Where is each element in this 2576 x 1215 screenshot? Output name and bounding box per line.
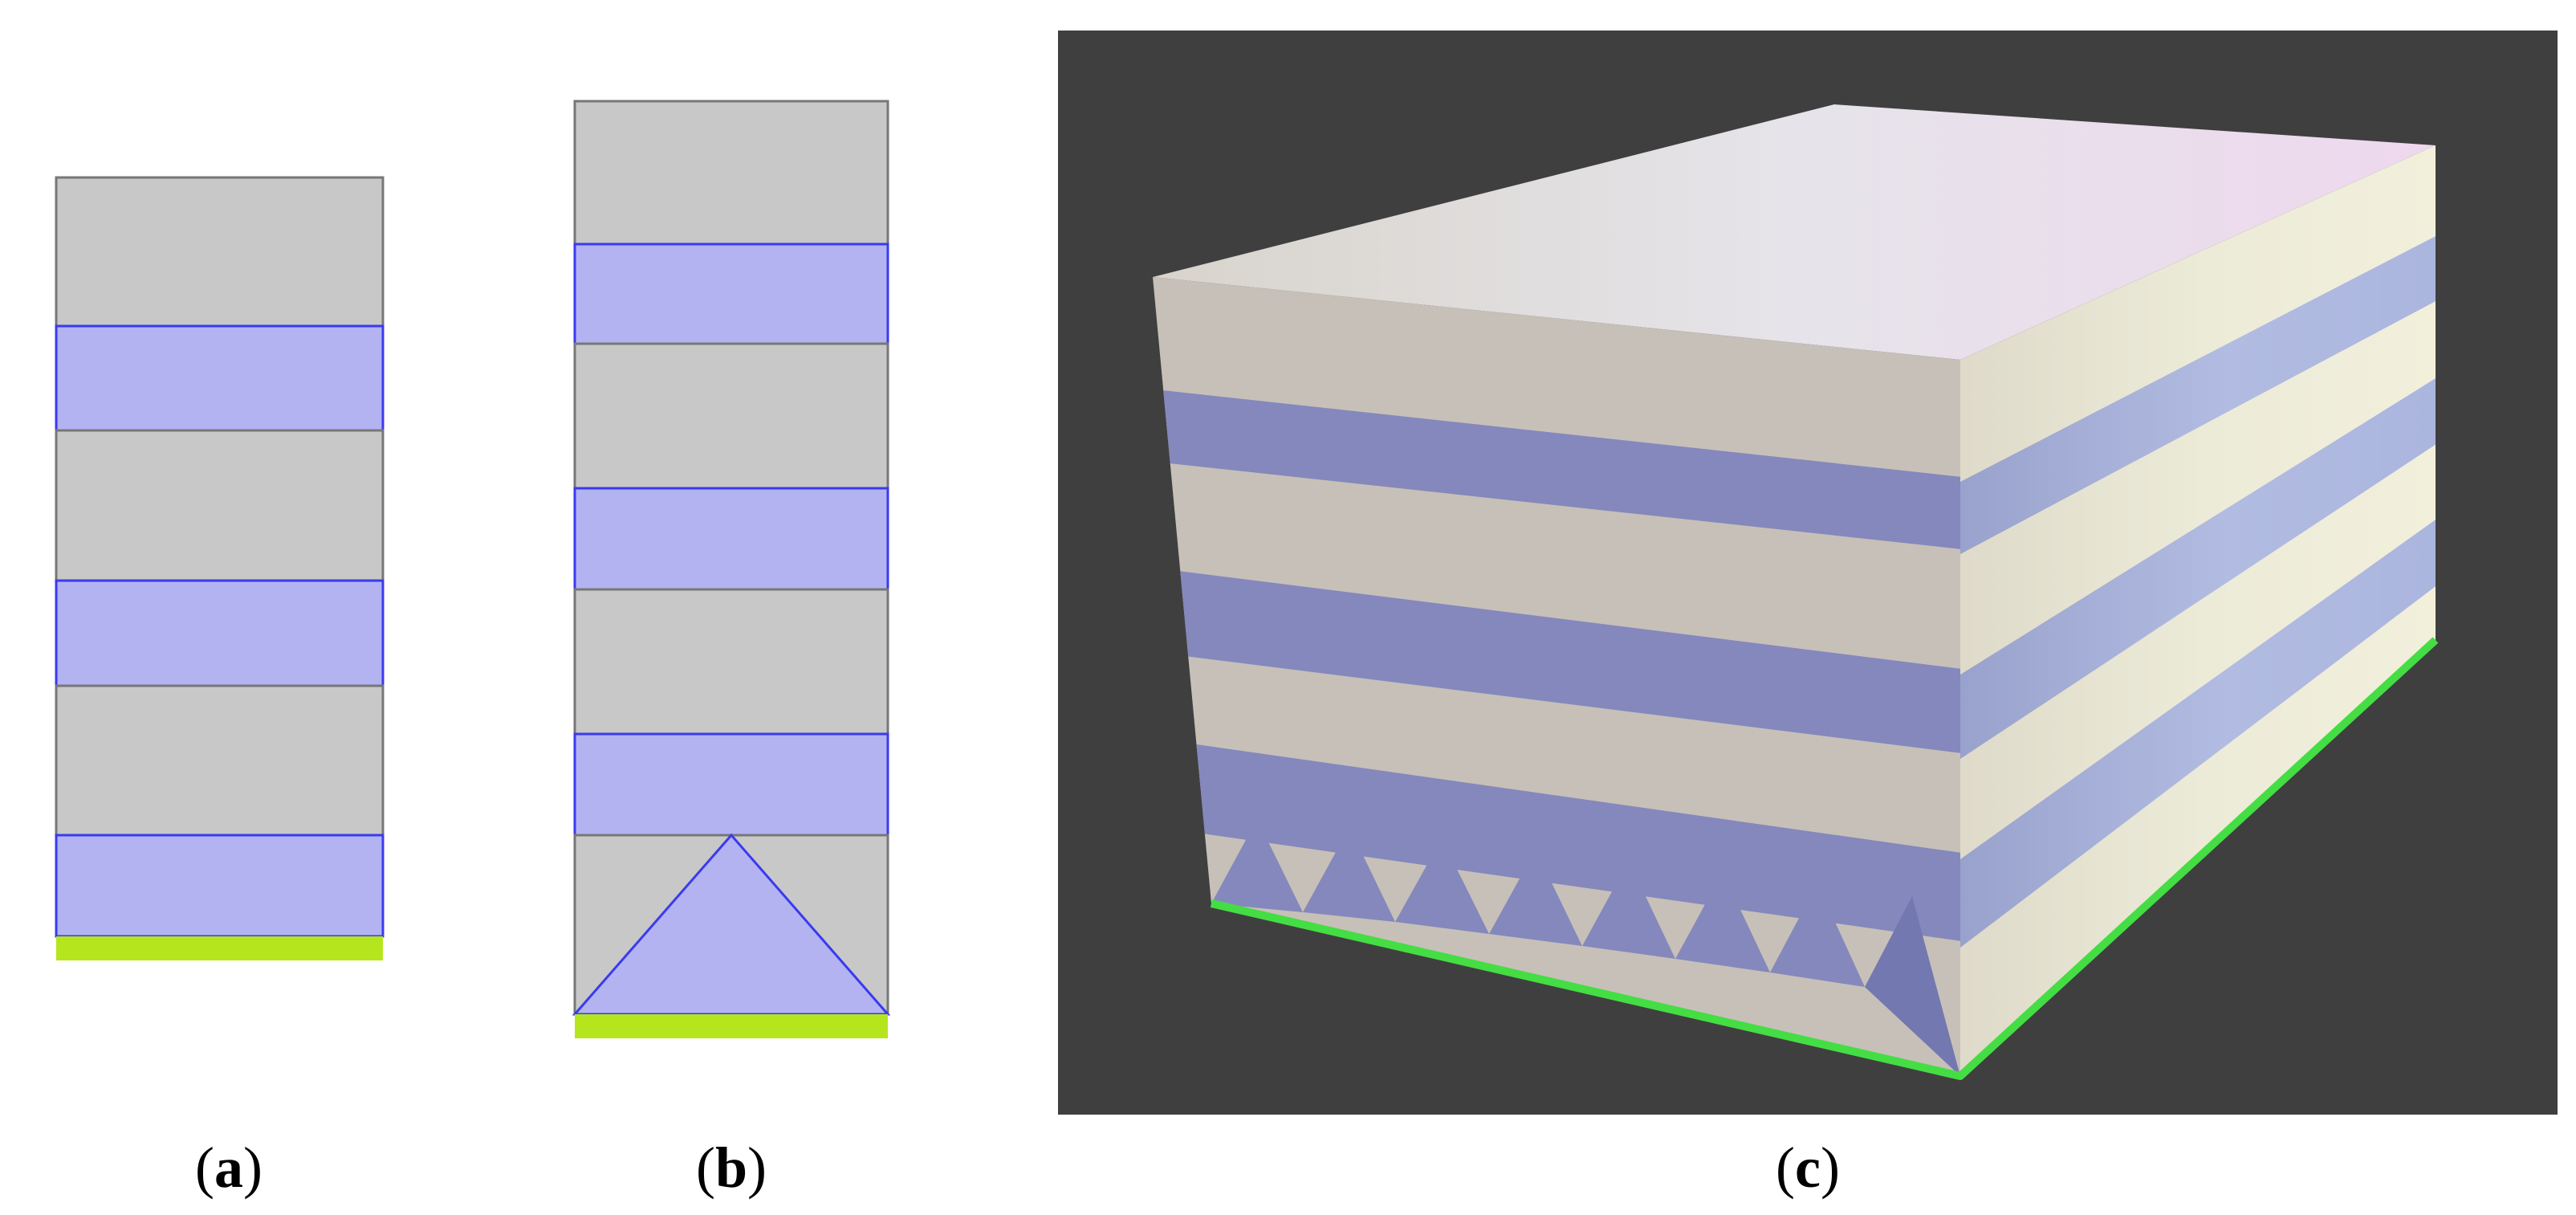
panel-c-substrate-edge (1210, 637, 2439, 1080)
panel-b-layer-gray-1 (573, 100, 889, 246)
panel-b-layer-blue-3 (573, 732, 889, 837)
panel-c-front-blue-band-1 (1153, 377, 1960, 554)
panel-b-substrate (575, 1014, 888, 1038)
panel-a-layer-stack (55, 176, 385, 960)
panel-a-layer-blue-1 (55, 324, 385, 432)
panel-b-layer-gray-2 (573, 342, 889, 490)
panel-c-side-blue-band-1 (1960, 209, 2436, 554)
panel-a-layer-blue-2 (55, 579, 385, 687)
panel-c-front-triangle-grating (1211, 819, 1960, 1076)
panel-a-layer-gray-1 (55, 176, 385, 328)
panel-c-front-blue-band-3 (1153, 723, 1960, 948)
panel-a-substrate (56, 936, 383, 960)
panel-c-front-blue-band-2 (1153, 554, 1960, 759)
caption-c: (c) (1776, 1135, 1840, 1200)
panel-a-layer-blue-3 (55, 834, 385, 938)
panel-c-side-blue-band-2 (1960, 345, 2436, 759)
panel-b-layer-gray-3 (573, 588, 889, 736)
panel-a-layer-gray-2 (55, 429, 385, 582)
panel-b-layer-blue-1 (573, 243, 889, 345)
panel-b-layer-stack (572, 100, 891, 1038)
panel-b-layer-blue-2 (573, 487, 889, 591)
panel-a-layer-gray-3 (55, 684, 385, 837)
caption-b: (b) (695, 1135, 767, 1200)
panel-c-side-blue-band-3 (1960, 482, 2436, 948)
panel-c-3d-render (1058, 31, 2558, 1115)
panel-c-top-face (1153, 104, 2436, 360)
caption-a: (a) (195, 1135, 262, 1200)
